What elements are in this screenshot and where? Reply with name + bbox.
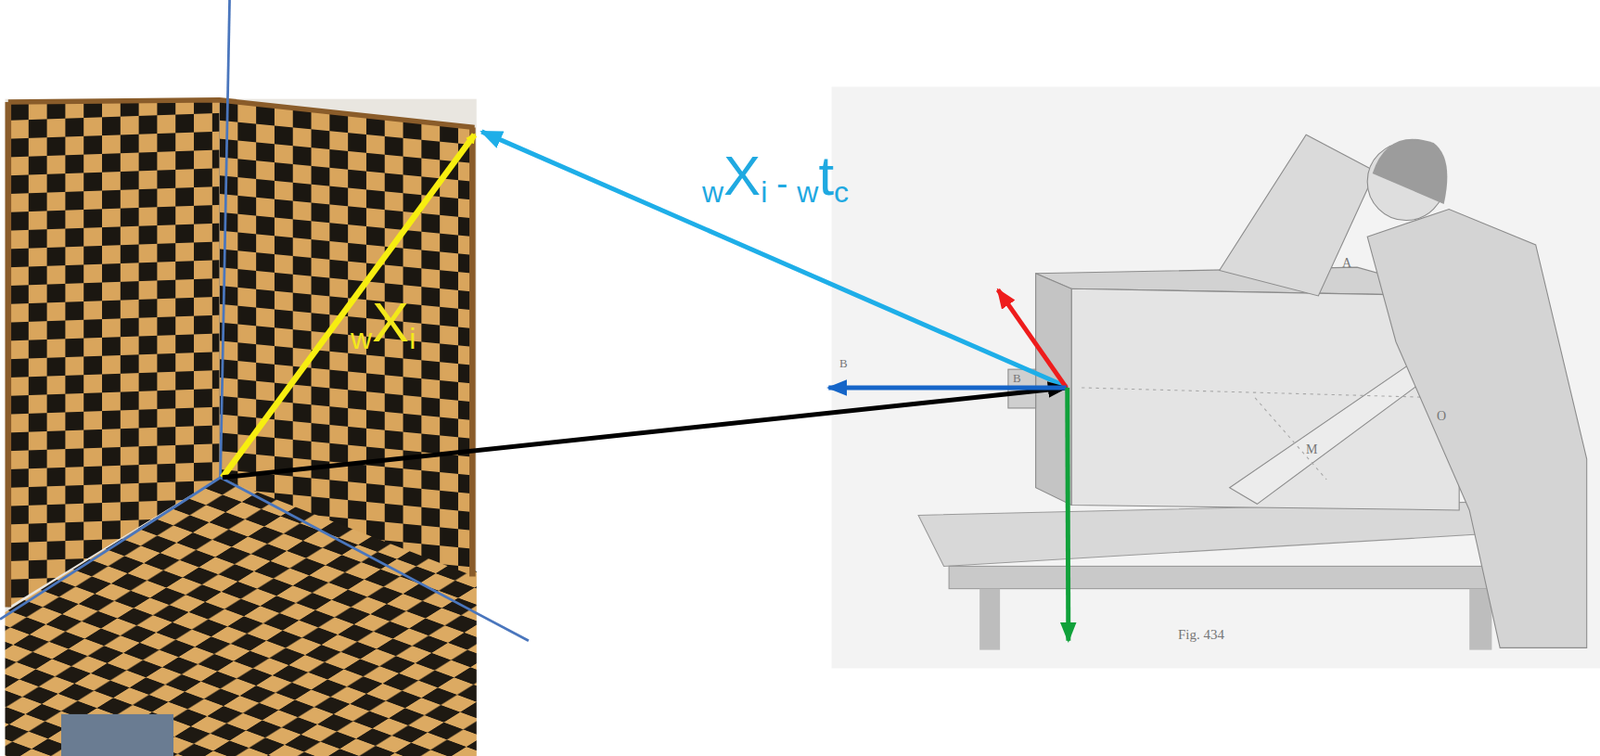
figure-letter: A: [1342, 256, 1352, 270]
figure-letter: B: [1012, 371, 1022, 384]
camera-engraving-part: [1254, 397, 1327, 480]
figure-caption: Fig. 434: [1177, 627, 1225, 642]
checkerboard-photo-part: [8, 100, 475, 128]
world-axes-part: [220, 477, 529, 641]
subscript: c: [833, 175, 849, 209]
vector-label: wXi - wtc: [702, 148, 849, 207]
vector-arrows-part: [998, 289, 1067, 388]
figure-letter: M: [1305, 443, 1318, 457]
operator: [767, 164, 777, 203]
camera-engraving-part: [979, 588, 1000, 651]
checkerboard-photo-part: [5, 99, 477, 756]
camera-engraving: [832, 86, 1600, 668]
subscript: w: [350, 321, 372, 356]
subscript: i: [409, 321, 416, 356]
checkerboard-photo-part: [5, 102, 13, 607]
figure-letter: B: [839, 357, 848, 370]
vector-arrows-part: [222, 387, 1067, 478]
symbol: X: [371, 291, 410, 354]
checkerboard-photo-part: [8, 100, 220, 608]
subscript: i: [760, 175, 768, 209]
checkerboard-photo: [5, 99, 477, 756]
camera-engraving-part: [918, 501, 1509, 566]
world-axes: [0, 0, 529, 641]
checkerboard-photo-part: [219, 100, 475, 577]
vector-arrows-part: [481, 131, 1066, 387]
checkerboard-photo-part: [469, 127, 476, 576]
operator: [787, 164, 797, 203]
subscript: w: [796, 175, 819, 209]
vector-arrows-part: [222, 134, 475, 478]
camera-engraving-part: [948, 565, 1511, 589]
world-axes-part: [220, 0, 231, 478]
subscript: w: [702, 175, 724, 209]
camera-engraving-part: [1372, 139, 1448, 205]
camera-engraving-part: [1081, 387, 1449, 398]
camera-engraving-part: [832, 86, 1600, 668]
camera-engraving-part: [1367, 208, 1588, 648]
checkerboard-photo-part: [61, 714, 174, 756]
world-axes-part: [0, 477, 221, 620]
operator: -: [776, 164, 788, 203]
symbol: X: [723, 144, 761, 207]
vector-arrows-part: [828, 384, 1066, 390]
figure-letter: O: [1436, 409, 1447, 423]
vector-arrows-part: [1067, 387, 1069, 641]
vector-arrows: [222, 131, 1069, 641]
camera-engraving-part: [1219, 134, 1376, 296]
vector-label: wXi: [350, 294, 416, 354]
symbol: t: [818, 144, 834, 207]
